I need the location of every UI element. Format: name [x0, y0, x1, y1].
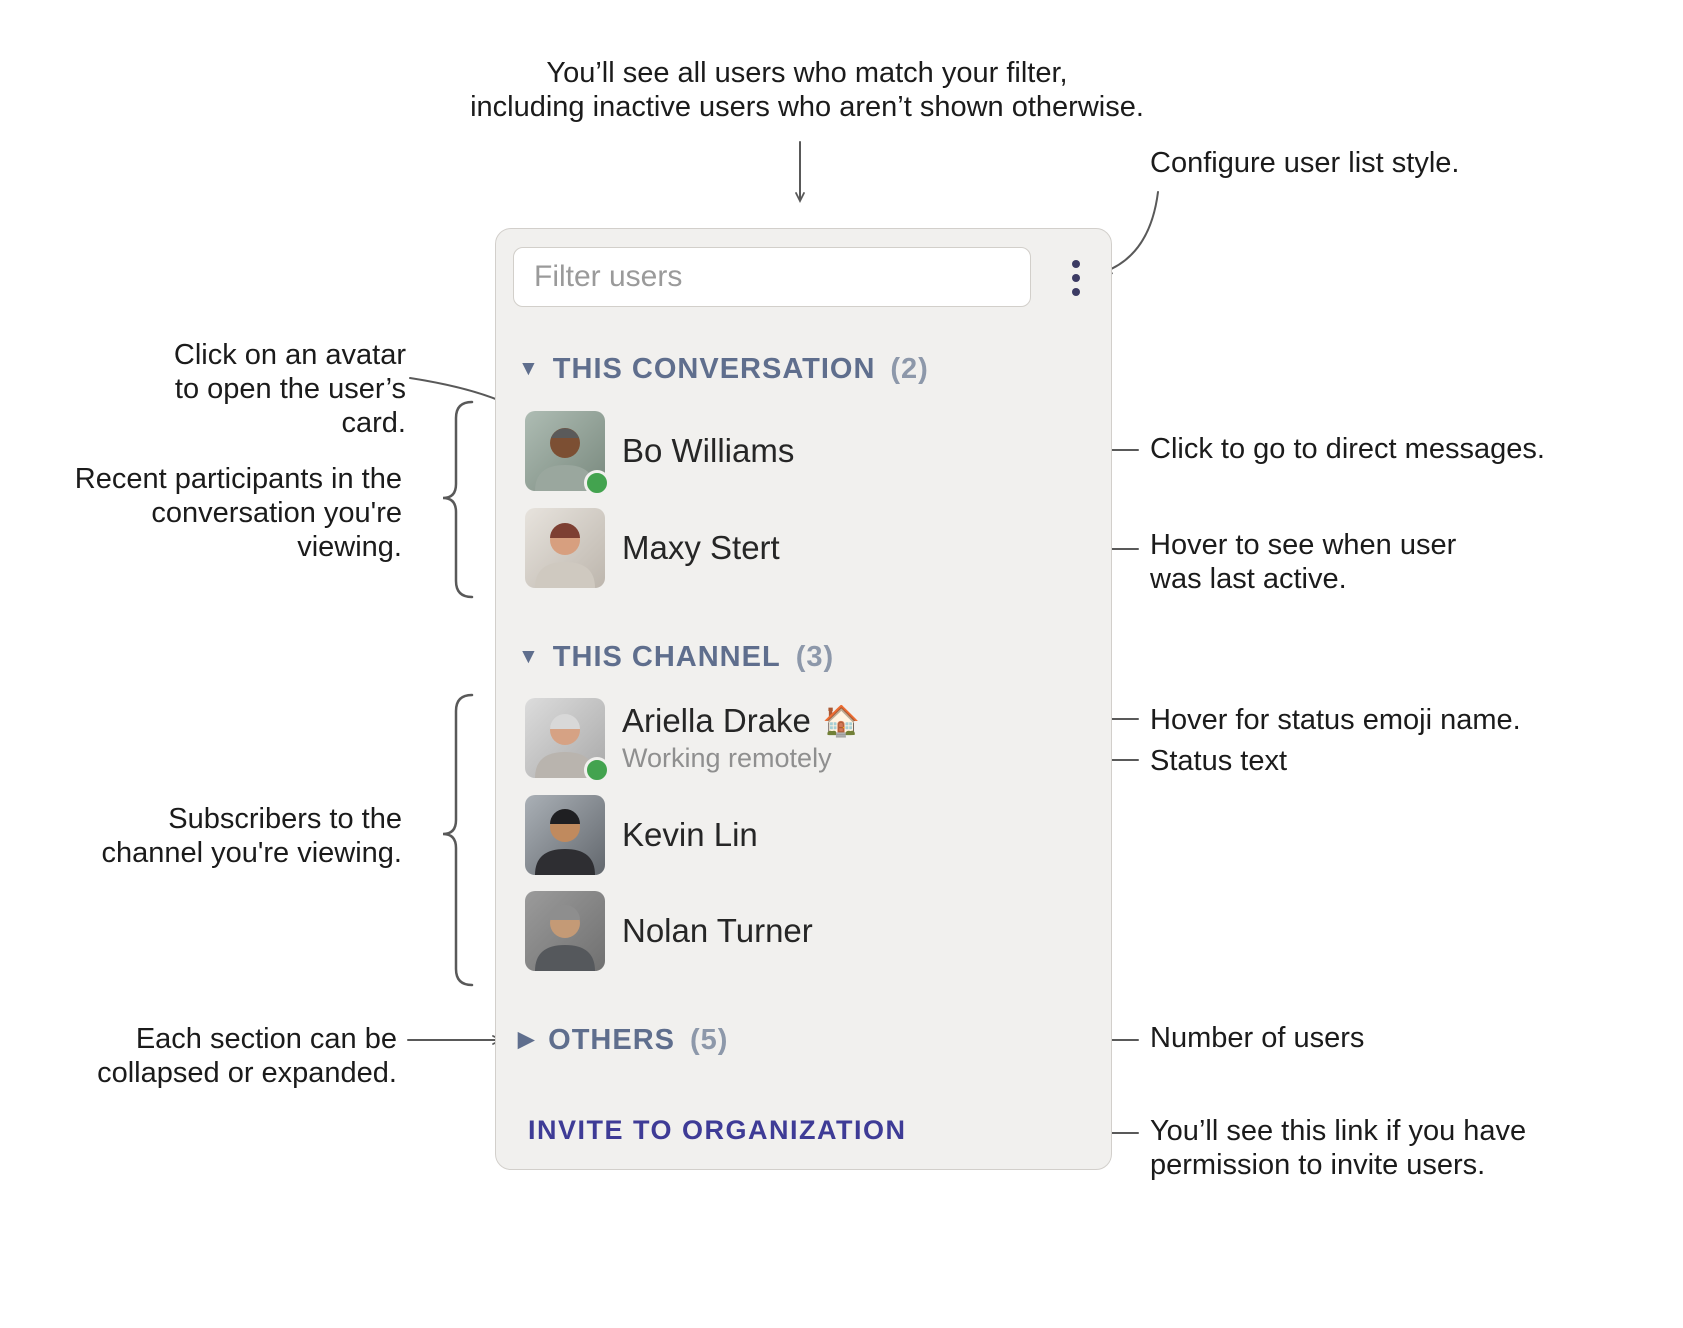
section-count: (2)	[890, 353, 929, 385]
annotation-direct-messages: Click to go to direct messages.	[1150, 433, 1545, 465]
user-row-bo-williams[interactable]: Bo Williams	[525, 411, 795, 496]
annotation-status-text: Status text	[1150, 745, 1288, 777]
arrow-configure	[1101, 191, 1159, 275]
avatar[interactable]	[525, 795, 605, 875]
annotation-invite-permission: You’ll see this link if you have permiss…	[1150, 1115, 1527, 1182]
section-header-this-conversation[interactable]: ▼ THIS CONVERSATION (2)	[518, 353, 929, 386]
avatar-image	[535, 809, 595, 875]
annotation-num-users: Number of users	[1150, 1022, 1365, 1054]
section-header-others[interactable]: ▶ OTHERS (5)	[518, 1024, 728, 1057]
section-header-this-channel[interactable]: ▼ THIS CHANNEL (3)	[518, 641, 834, 674]
avatar-image	[535, 714, 595, 778]
user-name[interactable]: Nolan Turner	[622, 912, 813, 949]
annotation-configure: Configure user list style.	[1150, 147, 1460, 179]
user-row-nolan-turner[interactable]: Nolan Turner	[525, 891, 813, 971]
section-label: THIS CHANNEL	[552, 641, 781, 673]
annotation-filter-note: You’ll see all users who match your filt…	[470, 57, 1144, 124]
avatar-image	[535, 428, 595, 491]
annotation-last-active: Hover to see when user was last active.	[1150, 529, 1457, 596]
annotation-avatar-card: Click on an avatar to open the user’s ca…	[173, 339, 406, 440]
user-name[interactable]: Maxy Stert	[622, 529, 780, 566]
annotation-status-emoji: Hover for status emoji name.	[1150, 704, 1521, 736]
section-count: (3)	[795, 641, 835, 673]
user-row-ariella-drake[interactable]: Ariella Drake 🏠 Working remotely	[525, 698, 861, 783]
invite-to-organization-link[interactable]: INVITE TO ORGANIZATION	[528, 1115, 907, 1145]
avatar[interactable]	[525, 891, 605, 971]
annotation-collapse: Each section can be collapsed or expande…	[97, 1023, 397, 1090]
avatar[interactable]	[525, 411, 610, 496]
collapse-triangle-icon: ▶	[518, 1028, 536, 1051]
collapse-triangle-icon: ▼	[518, 356, 540, 380]
user-row-maxy-stert[interactable]: Maxy Stert	[525, 508, 780, 588]
kebab-dot	[1072, 260, 1080, 268]
kebab-dot	[1072, 274, 1080, 282]
status-emoji[interactable]: 🏠	[822, 704, 861, 738]
section-label: THIS CONVERSATION	[552, 353, 876, 385]
user-row-kevin-lin[interactable]: Kevin Lin	[525, 795, 758, 875]
kebab-dot	[1072, 288, 1080, 296]
avatar-image	[535, 905, 595, 971]
avatar[interactable]	[525, 508, 605, 588]
collapse-triangle-icon: ▼	[518, 644, 540, 668]
presence-dot	[584, 757, 610, 783]
user-name[interactable]: Ariella Drake	[622, 702, 811, 739]
user-list-menu-icon[interactable]	[1063, 255, 1089, 301]
user-name[interactable]: Bo Williams	[622, 432, 795, 469]
section-label: OTHERS	[548, 1024, 675, 1056]
user-name[interactable]: Kevin Lin	[622, 816, 758, 853]
annotation-subscribers: Subscribers to the channel you're viewin…	[101, 803, 402, 870]
filter-users-input[interactable]	[513, 247, 1031, 307]
user-list-panel: ▼ THIS CONVERSATION (2) Bo Williams	[495, 228, 1112, 1170]
presence-dot	[584, 470, 610, 496]
annotation-participants: Recent participants in the conversation …	[74, 463, 402, 564]
brace-participants	[442, 400, 474, 599]
avatar[interactable]	[525, 698, 610, 783]
user-status-text: Working remotely	[622, 743, 832, 773]
avatar-image	[535, 523, 595, 588]
brace-subscribers	[442, 693, 474, 987]
section-count: (5)	[690, 1024, 729, 1056]
